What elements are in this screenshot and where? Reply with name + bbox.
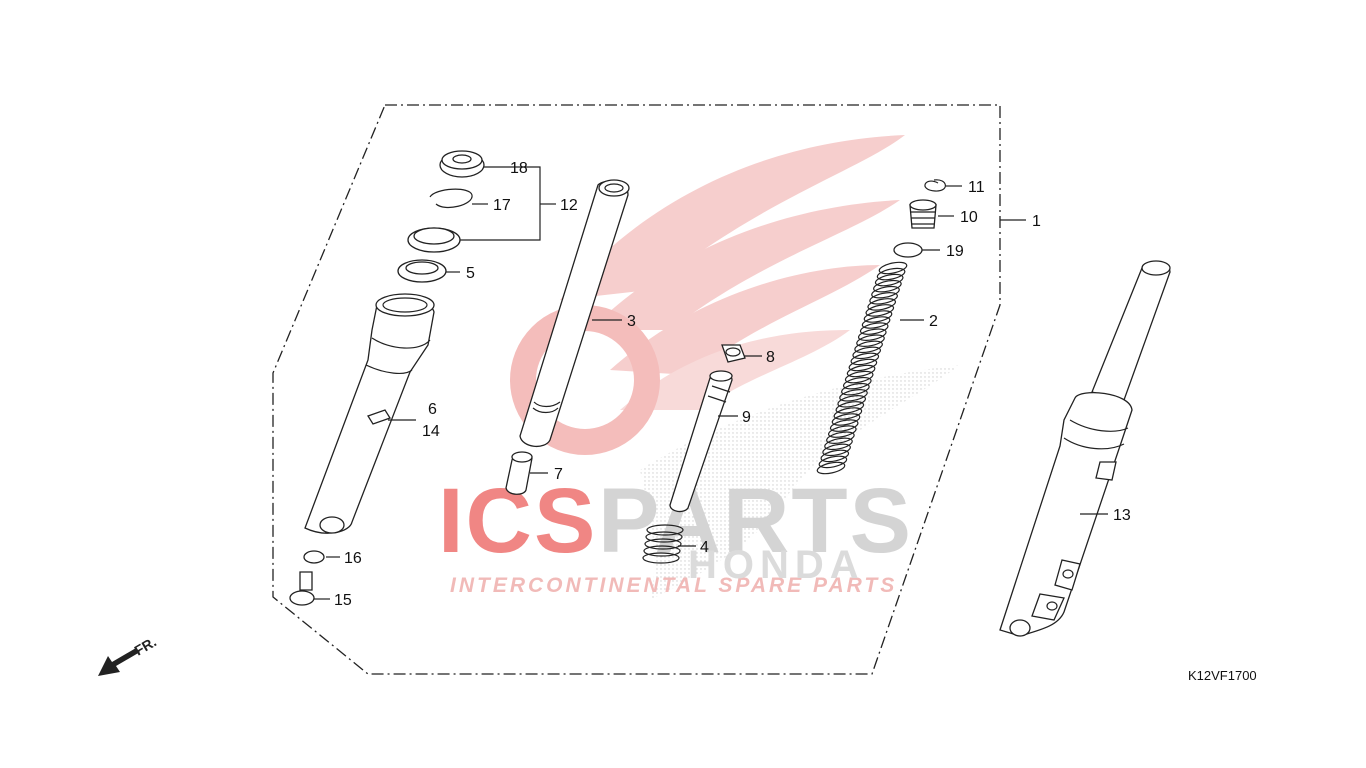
spring-coil (820, 449, 850, 463)
callout-10[interactable]: 10 (960, 209, 978, 226)
part-o-ring[interactable] (893, 242, 923, 258)
part-oil-seal[interactable] (407, 227, 461, 253)
callout-16[interactable]: 16 (344, 550, 362, 567)
spring-coil (854, 340, 883, 354)
part-damper-rod[interactable] (669, 370, 733, 513)
part-fork-pipe[interactable] (519, 179, 630, 447)
callout-7[interactable]: 7 (554, 466, 563, 483)
watermark-tagline: INTERCONTINENTAL SPARE PARTS (450, 574, 897, 597)
callout-4[interactable]: 4 (700, 539, 709, 556)
spring-coil (848, 358, 878, 372)
callout-13[interactable]: 13 (1113, 507, 1131, 524)
part-piston-ring[interactable] (505, 451, 533, 495)
part-stopper-ring[interactable] (429, 188, 473, 208)
spring-coil (824, 437, 853, 451)
spring-coil (852, 346, 882, 360)
arrow-left-icon (98, 648, 140, 676)
callout-18[interactable]: 18 (510, 160, 528, 177)
assembly-boundary (272, 104, 1001, 675)
callout-5[interactable]: 5 (466, 265, 475, 282)
spring-coil (816, 461, 846, 475)
wing-logo (510, 135, 905, 455)
callout-12[interactable]: 12 (560, 197, 578, 214)
spring-coil (833, 407, 863, 420)
part-rebound-spring[interactable] (642, 524, 684, 564)
part-right-fork-assembly[interactable] (999, 260, 1171, 637)
spring-coil (831, 413, 861, 426)
part-dust-seal[interactable] (439, 150, 485, 178)
spring-coil (850, 352, 880, 366)
diagram-code: K12VF1700 (1188, 668, 1257, 683)
callout-9[interactable]: 9 (742, 409, 751, 426)
part-socket-bolt[interactable] (289, 571, 315, 606)
spring-coil (878, 261, 908, 275)
leader-lines (314, 166, 1108, 600)
spring-coil (842, 376, 872, 390)
part-fork-spring[interactable] (816, 260, 908, 476)
spring-coil (826, 431, 855, 444)
callout-11[interactable]: 11 (968, 179, 985, 196)
watermark: ICS PARTS INTERCONTINENTAL SPARE PARTS H… (438, 135, 960, 600)
callout-8[interactable]: 8 (766, 349, 775, 366)
callout-19[interactable]: 19 (946, 243, 964, 260)
spring-coil (857, 328, 887, 341)
part-washer[interactable] (397, 259, 447, 283)
spring-coil (829, 419, 859, 432)
spring-coil (859, 322, 889, 335)
front-label: FR. (132, 633, 160, 658)
callout-1[interactable]: 1 (1032, 213, 1041, 230)
spring-coil (861, 316, 891, 329)
front-direction-indicator: FR. (98, 633, 159, 676)
spring-coil (822, 443, 851, 457)
part-fork-bolt[interactable] (909, 199, 937, 229)
spring-coil (818, 455, 848, 469)
spring-coil (871, 285, 900, 299)
dotted-wing (640, 365, 960, 600)
part-circlip[interactable] (924, 179, 946, 192)
spring-coil (869, 292, 898, 305)
part-oil-lock-piece[interactable] (721, 344, 746, 363)
spring-coil (865, 304, 895, 317)
spring-coil (874, 273, 904, 287)
spring-coil (856, 334, 885, 347)
spring-coil (835, 401, 865, 414)
spring-coil (827, 425, 857, 438)
spring-coil (837, 395, 867, 408)
spring-coil (873, 279, 902, 293)
callout-2[interactable]: 2 (929, 313, 938, 330)
spring-coil (863, 310, 893, 323)
callout-labels: 18 17 12 5 6 14 16 15 3 7 8 9 4 11 10 19… (334, 160, 1131, 609)
spring-coil (839, 389, 868, 402)
part-fork-slider[interactable] (304, 293, 435, 534)
callout-3[interactable]: 3 (627, 313, 636, 330)
part-sealing-washer[interactable] (303, 550, 325, 564)
spring-coil (844, 370, 874, 384)
watermark-brand-secondary: HONDA (688, 543, 865, 587)
callout-6[interactable]: 6 (428, 401, 437, 418)
spring-coil (846, 364, 876, 378)
callout-14[interactable]: 14 (422, 423, 440, 440)
spring-coil (867, 298, 897, 311)
callout-15[interactable]: 15 (334, 592, 352, 609)
callout-17[interactable]: 17 (493, 197, 511, 214)
spring-coil (876, 267, 906, 281)
spring-coil (841, 382, 870, 396)
